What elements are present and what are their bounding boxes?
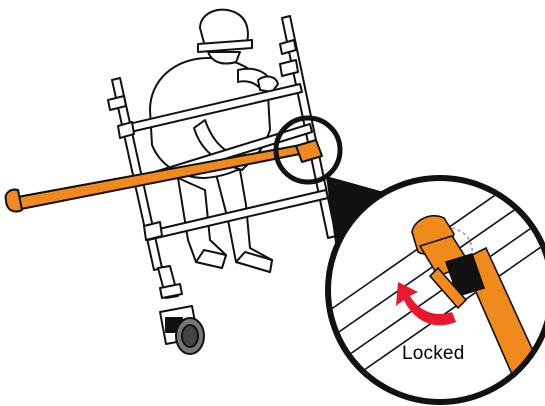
castor-wheel	[160, 306, 204, 354]
brace-hook	[6, 190, 22, 212]
locked-label: Locked	[402, 343, 464, 365]
